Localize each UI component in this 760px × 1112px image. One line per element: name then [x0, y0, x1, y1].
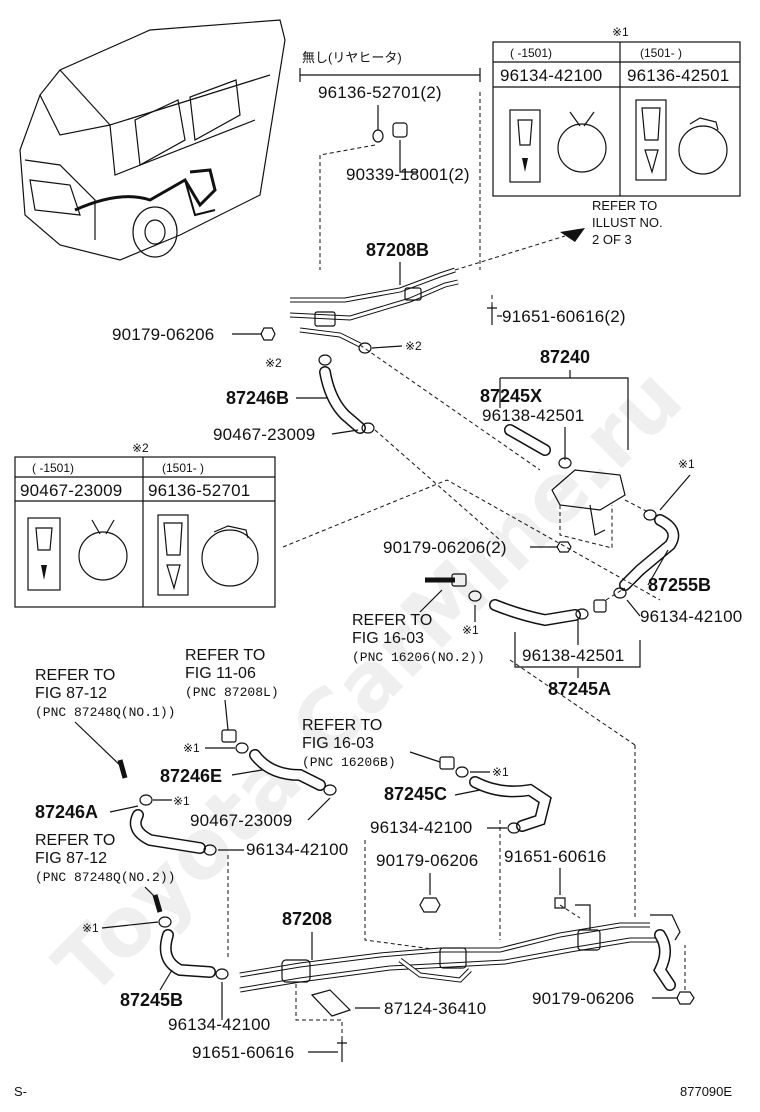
clamp-side-icon-3 [27, 517, 61, 591]
tank-assembly: 87240 87245X 96138-42501 ※1 87255B 90179… [383, 347, 711, 595]
label-90179-06206-b: 90179-06206 [376, 851, 478, 870]
label-90467-23009-b: 90467-23009 [190, 811, 292, 830]
ref-fig16-03-a-l3: (PNC 16206(NO.2)) [352, 650, 485, 665]
band-clamp-icon [678, 125, 728, 175]
label-87124-36410: 87124-36410 [384, 999, 486, 1018]
plug-icon [392, 122, 408, 138]
ref-fig11-06-l1: REFER TO [185, 647, 265, 664]
table1-col2-part: 96136-42501 [627, 66, 729, 85]
ref-fig87-12-a-l1: REFER TO [35, 667, 115, 684]
label-87240: 87240 [540, 347, 590, 367]
clamp-side-icon-4 [157, 514, 189, 596]
table1-col1-header: ( -1501) [510, 46, 552, 60]
ref-fig87-12-b-l1: REFER TO [35, 832, 115, 849]
main-pipe-87208: 87208 87124-36410 90179-06206 [239, 904, 695, 1018]
table1-mark: ※1 [612, 25, 629, 39]
table2-col2-header: (1501- ) [162, 461, 204, 475]
label-90179-06206-c: 90179-06206 [532, 989, 634, 1008]
table2-col1-header: ( -1501) [32, 461, 74, 475]
ref-fig11-06-l3: (PNC 87208L) [185, 685, 279, 700]
label-96136-52701-2: 96136-52701(2) [318, 83, 442, 102]
clamp-icon [372, 129, 384, 143]
label-96134-42100-a: 96134-42100 [640, 607, 742, 626]
label-96138-42501-a: 96138-42501 [482, 406, 584, 425]
label-87245A: 87245A [548, 679, 611, 699]
label-90339-18001-2: 90339-18001(2) [346, 165, 470, 184]
mark1-f: ※1 [492, 765, 509, 779]
footer-left: S- [14, 1084, 27, 1099]
ref-fig16-03-b-l2: FIG 16-03 [302, 735, 374, 752]
label-87246B: 87246B [226, 388, 289, 408]
label-91651-60616-a: 91651-60616 [192, 1043, 294, 1062]
label-96134-42100-b: 96134-42100 [246, 840, 348, 859]
mark1-d: ※1 [173, 794, 190, 808]
mid-hose-group: ※1 96134-42100 REFER TO FIG 16-03 (PNC 1… [282, 479, 742, 699]
label-90179-06206-a: 90179-06206 [112, 325, 214, 344]
label-91651-60616-b: 91651-60616 [504, 847, 606, 866]
ref-fig16-03-b-l1: REFER TO [302, 717, 382, 734]
svg-text:REFER TO: REFER TO [592, 198, 657, 213]
van-illustration [19, 19, 286, 261]
ref-fig11-06-l2: FIG 11-06 [185, 665, 256, 682]
refer-illust-note: REFER TO ILLUST NO. 2 OF 3 [454, 198, 663, 271]
clamp-table-1: ※1 ( -1501) (1501- ) 96134-42100 96136-4… [492, 25, 741, 197]
band-clamp-icon-2 [201, 529, 259, 587]
ref-fig87-12-b-l3: (PNC 87248Q(NO.2)) [35, 870, 175, 885]
mark2-b: ※2 [405, 339, 422, 353]
ref-fig16-03-b-l3: (PNC 16206B) [302, 755, 396, 770]
ref-fig87-12-a-l2: FIG 87-12 [35, 685, 107, 702]
label-87208: 87208 [282, 909, 332, 929]
table2-mark: ※2 [132, 441, 149, 455]
top-note-group: 無し(リヤヒータ) 96136-52701(2) 90339-18001(2) [299, 50, 481, 270]
label-87246A: 87246A [35, 802, 98, 822]
svg-text:2 OF 3: 2 OF 3 [592, 232, 632, 247]
label-90179-06206-2: 90179-06206(2) [383, 538, 507, 557]
lower-right-group: REFER TO FIG 16-03 (PNC 16206B) ※1 87245… [302, 659, 636, 951]
ref-fig16-03-a-l2: FIG 16-03 [352, 630, 424, 647]
spring-clamp-icon-2 [78, 531, 128, 581]
label-87208B: 87208B [366, 240, 429, 260]
clamp-side-icon [509, 109, 541, 183]
label-87255B: 87255B [648, 575, 711, 595]
label-87245X: 87245X [480, 386, 542, 406]
label-96134-42100-c: 96134-42100 [168, 1015, 270, 1034]
table1-col2-header: (1501- ) [640, 46, 682, 60]
table2-col1-part: 90467-23009 [20, 481, 122, 500]
ref-fig87-12-a-l3: (PNC 87248Q(NO.1)) [35, 705, 175, 720]
mark1-e: ※1 [82, 921, 99, 935]
label-87246E: 87246E [160, 766, 222, 786]
table2-col2-part: 96136-52701 [148, 481, 250, 500]
mark1-a: ※1 [678, 457, 695, 471]
lower-left-group: REFER TO FIG 11-06 (PNC 87208L) REFER TO… [35, 647, 348, 1062]
bolt-icon [487, 305, 497, 325]
label-96134-42100-d: 96134-42100 [370, 818, 472, 837]
mark2-a: ※2 [265, 356, 282, 370]
clamp-table-2: ※2 ( -1501) (1501- ) 90467-23009 96136-5… [14, 441, 276, 608]
label-91651-60616-2: 91651-60616(2) [502, 307, 626, 326]
label-96138-42501-b: 96138-42501 [522, 646, 624, 665]
clamp-bracket-icon [310, 989, 352, 1017]
mark1-b: ※1 [462, 623, 479, 637]
arrow-icon [560, 228, 585, 242]
ref-fig16-03-a-l1: REFER TO [352, 612, 432, 629]
footer-right: 877090E [680, 1084, 732, 1099]
top-note: 無し(リヤヒータ) [302, 50, 402, 65]
nut-icon [260, 327, 276, 341]
upper-pipe-assembly: 87208B 90179-06206 91651-60616(2) ※2 ※2 … [112, 240, 626, 541]
clamp-side-icon-2 [635, 99, 667, 181]
spring-clamp-icon [557, 123, 607, 173]
label-87245B: 87245B [120, 990, 183, 1010]
label-90467-23009-a: 90467-23009 [213, 425, 315, 444]
label-87245C: 87245C [384, 784, 447, 804]
table1-col1-part: 96134-42100 [500, 66, 602, 85]
ref-fig87-12-b-l2: FIG 87-12 [35, 850, 107, 867]
mark1-c: ※1 [183, 741, 200, 755]
svg-text:ILLUST NO.: ILLUST NO. [592, 215, 663, 230]
